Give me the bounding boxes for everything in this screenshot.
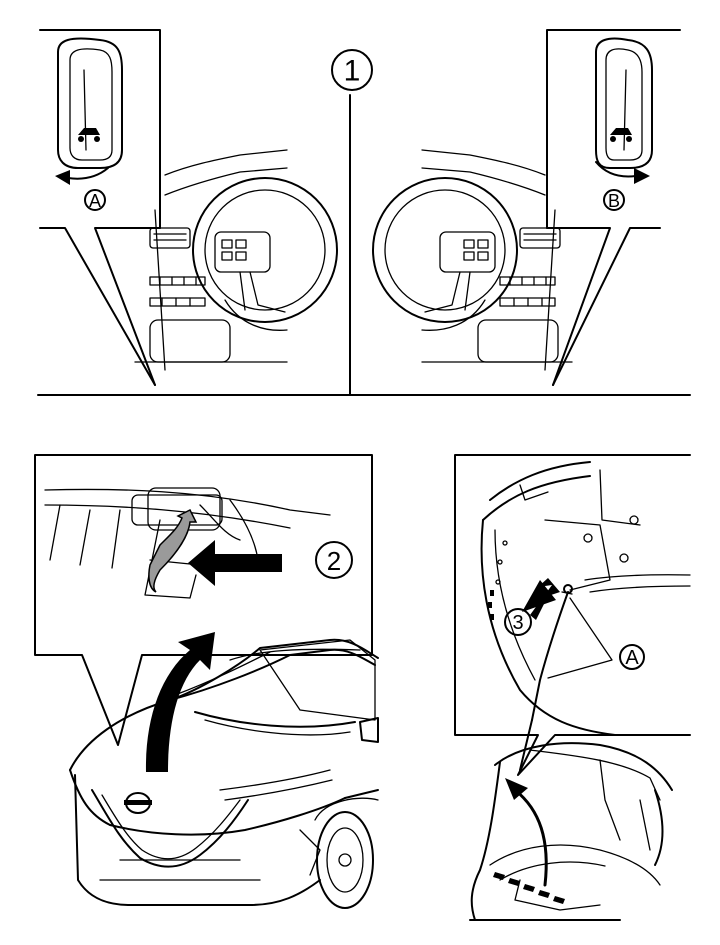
push-arrow (188, 540, 282, 586)
step1-panel: 1 (37, 29, 691, 396)
step2-panel: 2 (34, 454, 379, 909)
step3-panel: A 3 (454, 454, 691, 921)
step2-number: 2 (327, 546, 341, 576)
step1-badge: 1 (331, 49, 373, 91)
support-rod-callout: A (625, 647, 639, 669)
dashboard-left: A (39, 29, 338, 386)
support-rod-inset-frame (454, 454, 691, 776)
hood-release-lever-right: B (595, 37, 653, 211)
hood-release-lever-left: A (55, 37, 123, 211)
secondary-latch-lever (148, 508, 198, 593)
step3-number: 3 (512, 612, 523, 634)
lever-right-callout: B (608, 191, 620, 211)
latch-inset-frame (34, 454, 373, 746)
lever-left-callout: A (89, 191, 101, 211)
lift-hood-arrow (145, 632, 215, 772)
step1-number: 1 (344, 55, 361, 88)
vehicle-front (69, 638, 379, 909)
dashboard-right: B (372, 29, 681, 386)
engine-bay (469, 742, 673, 921)
insert-rod-arrow-head (522, 580, 556, 612)
